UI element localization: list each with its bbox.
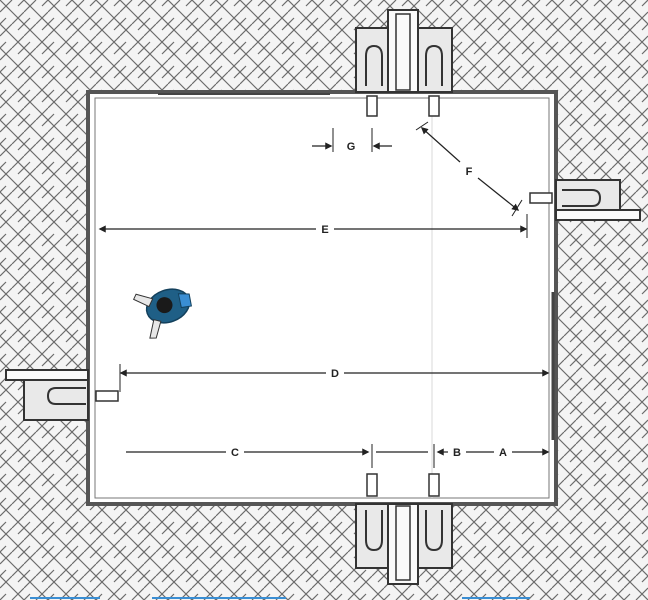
dimension-a: A xyxy=(466,447,550,459)
dimension-label-f: F xyxy=(466,166,473,178)
dimension-label-b: B xyxy=(453,447,461,459)
dimension-label-d: D xyxy=(331,368,339,380)
bottom-anchor-bracket xyxy=(355,473,453,585)
top-anchor-bracket xyxy=(355,9,453,117)
dimension-d: D xyxy=(119,364,550,392)
dimension-label-g: G xyxy=(347,141,356,153)
dimension-e: E xyxy=(98,214,528,238)
dimension-c: C xyxy=(126,444,373,468)
dimension-g: G xyxy=(312,128,392,153)
dimension-label-e: E xyxy=(321,224,328,236)
person-walking-topdown-icon xyxy=(132,288,192,339)
dimension-f: F xyxy=(415,121,523,217)
dimension-label-c: C xyxy=(231,447,239,459)
platform-inner-edge xyxy=(94,97,550,499)
dimension-b: B xyxy=(436,447,461,459)
left-anchor-bracket xyxy=(5,369,119,421)
dimension-span-center xyxy=(376,444,435,468)
dimension-label-a: A xyxy=(499,447,507,459)
right-anchor-bracket xyxy=(529,179,641,221)
